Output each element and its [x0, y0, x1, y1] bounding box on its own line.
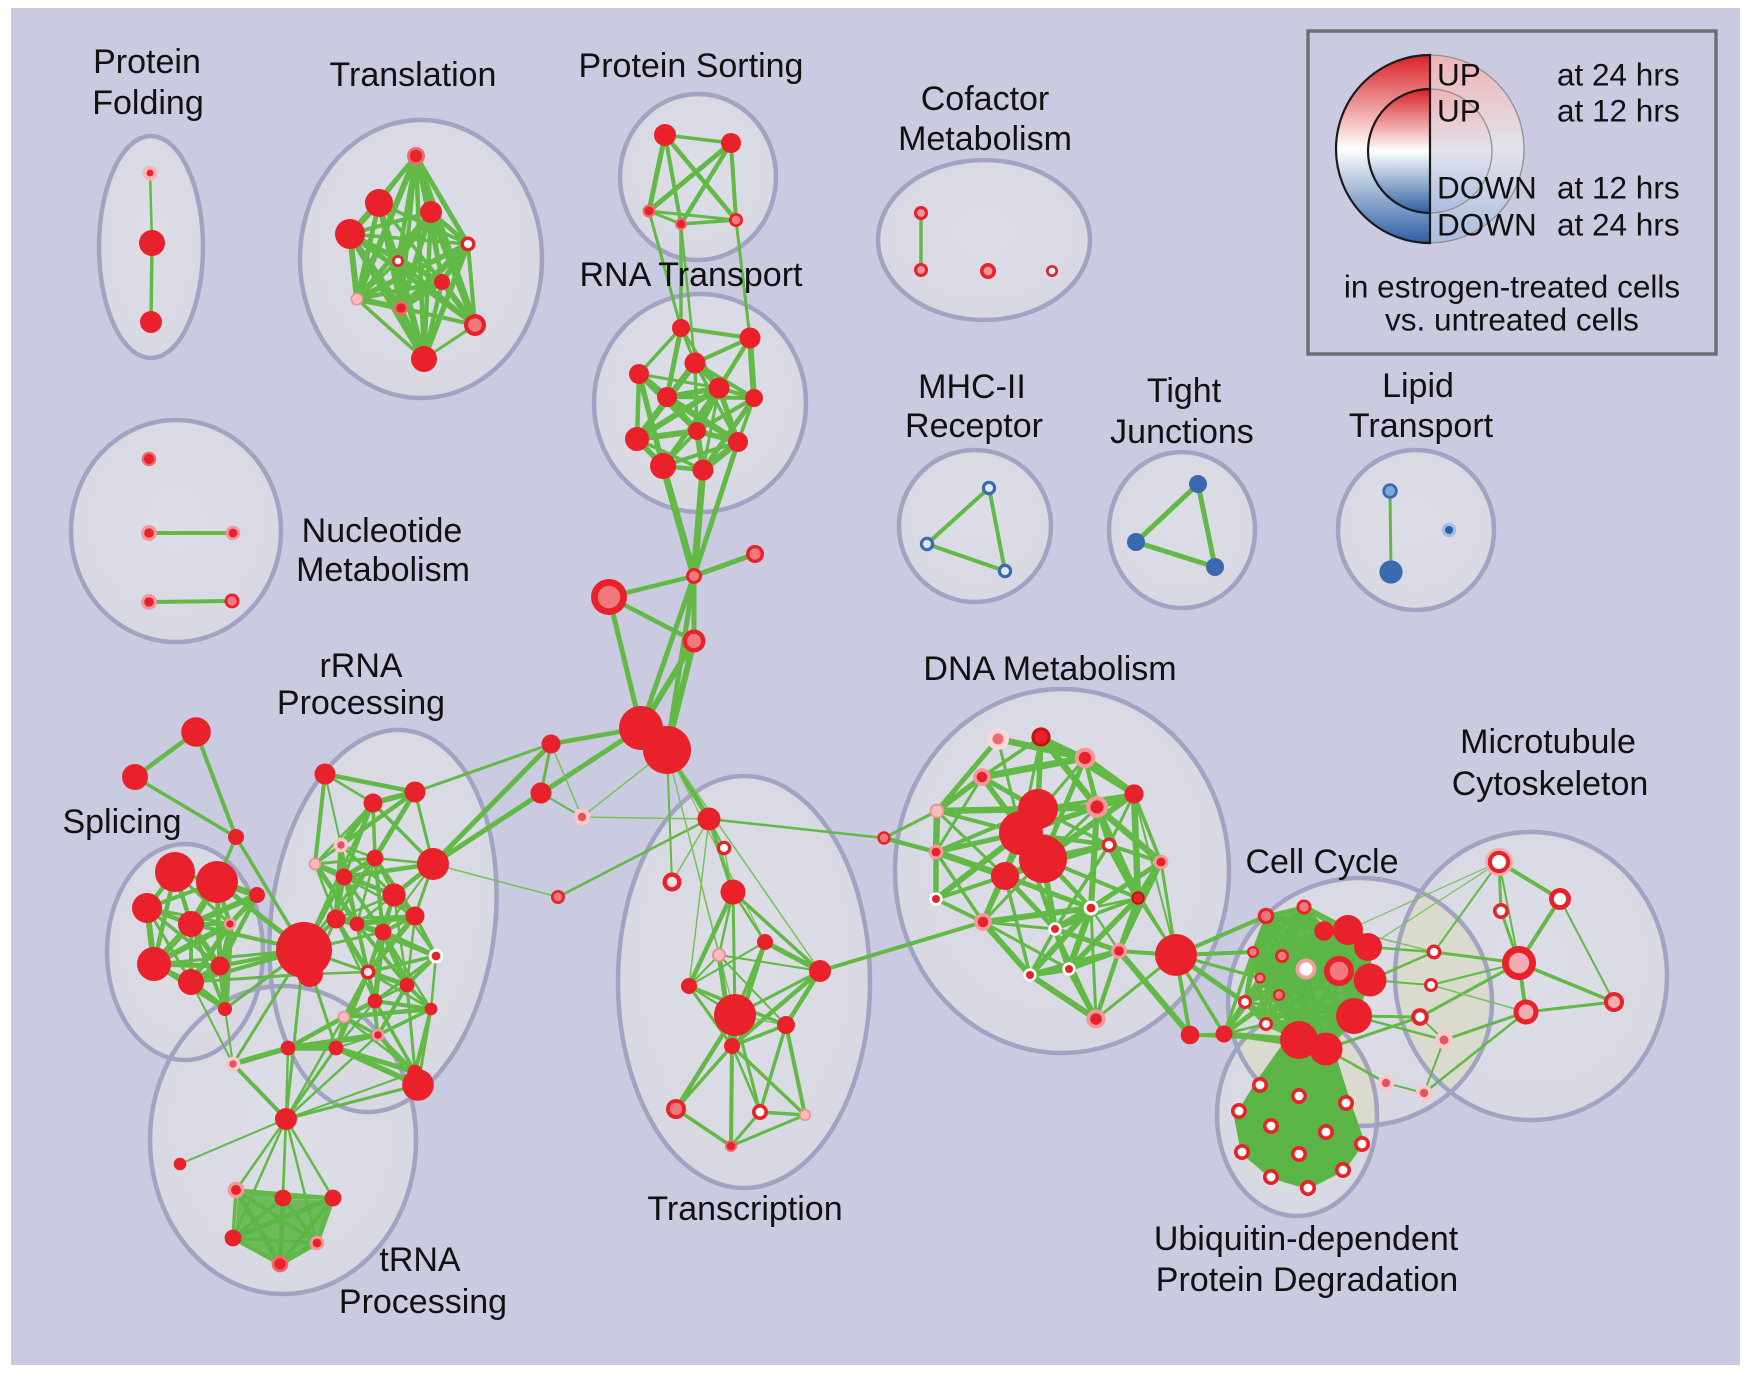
svg-text:Tight: Tight — [1147, 372, 1222, 410]
svg-text:Processing: Processing — [277, 684, 445, 722]
svg-text:Translation: Translation — [330, 56, 497, 94]
svg-text:Transport: Transport — [1349, 407, 1494, 445]
svg-text:Cofactor: Cofactor — [921, 80, 1050, 118]
svg-text:Protein: Protein — [93, 43, 201, 81]
svg-text:at 12 hrs: at 12 hrs — [1557, 169, 1680, 205]
svg-text:Cell Cycle: Cell Cycle — [1245, 843, 1398, 881]
svg-text:tRNA: tRNA — [379, 1241, 461, 1279]
svg-text:DNA Metabolism: DNA Metabolism — [923, 650, 1176, 688]
svg-text:in estrogen-treated cells: in estrogen-treated cells — [1344, 268, 1680, 304]
svg-text:DOWN: DOWN — [1437, 169, 1537, 205]
svg-text:UP: UP — [1437, 56, 1481, 92]
svg-text:MHC-II: MHC-II — [918, 368, 1026, 406]
svg-text:Receptor: Receptor — [905, 407, 1043, 445]
svg-text:Ubiquitin-dependent: Ubiquitin-dependent — [1154, 1220, 1459, 1258]
svg-text:Splicing: Splicing — [62, 803, 181, 841]
svg-text:Nucleotide: Nucleotide — [302, 512, 463, 550]
svg-text:Protein Degradation: Protein Degradation — [1156, 1261, 1458, 1299]
svg-text:Metabolism: Metabolism — [296, 551, 470, 589]
svg-text:Lipid: Lipid — [1382, 367, 1454, 405]
svg-text:Protein Sorting: Protein Sorting — [579, 47, 804, 85]
svg-text:vs. untreated cells: vs. untreated cells — [1385, 301, 1639, 337]
svg-text:Cytoskeleton: Cytoskeleton — [1452, 765, 1649, 803]
svg-text:RNA Transport: RNA Transport — [580, 256, 804, 294]
svg-text:Transcription: Transcription — [647, 1190, 842, 1228]
svg-text:at 12 hrs: at 12 hrs — [1557, 92, 1680, 128]
svg-text:DOWN: DOWN — [1437, 206, 1537, 242]
svg-text:at 24 hrs: at 24 hrs — [1557, 56, 1680, 92]
svg-text:Metabolism: Metabolism — [898, 120, 1072, 158]
svg-text:Processing: Processing — [339, 1283, 507, 1321]
svg-text:Microtubule: Microtubule — [1460, 723, 1636, 761]
svg-text:Junctions: Junctions — [1110, 413, 1254, 451]
svg-text:rRNA: rRNA — [319, 647, 402, 685]
svg-text:UP: UP — [1437, 92, 1481, 128]
svg-text:Folding: Folding — [92, 84, 204, 122]
svg-text:at 24 hrs: at 24 hrs — [1557, 206, 1680, 242]
